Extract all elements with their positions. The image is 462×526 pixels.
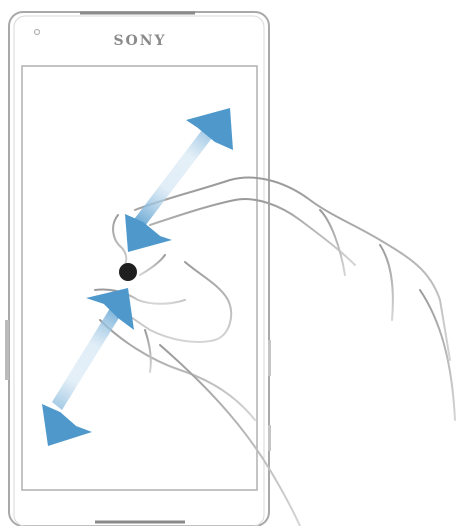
- side-button-right-2: [268, 425, 271, 451]
- phone-screen: [21, 65, 258, 491]
- double-headed-arrow-lower: [42, 288, 134, 446]
- pinch-arrows: [42, 108, 233, 446]
- side-button-left: [5, 320, 9, 380]
- double-headed-arrow-upper: [125, 108, 233, 252]
- front-camera-icon: [33, 28, 41, 36]
- phone-outline: [5, 11, 271, 526]
- side-button-right-1: [268, 340, 271, 376]
- brand-logo: SONY: [113, 33, 167, 49]
- touch-point-icon: [119, 263, 137, 281]
